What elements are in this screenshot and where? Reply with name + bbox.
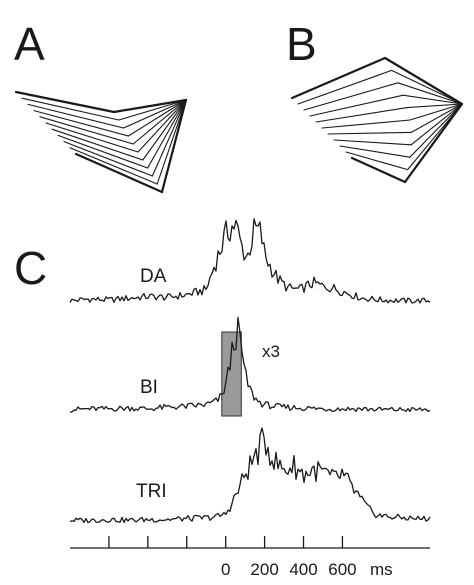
forearm-segment [339, 145, 411, 158]
panel-letter-b: B [286, 18, 317, 70]
forearm-segment [315, 107, 408, 123]
upper-arm-segment [142, 99, 187, 161]
upper-arm-segment [160, 98, 188, 194]
trace-label-da: DA [140, 266, 167, 287]
forearm-segment [33, 110, 129, 137]
stick-figure-b [290, 56, 464, 184]
forearm-segment [21, 97, 120, 121]
forearm-segment [345, 151, 409, 171]
time-axis-tick-label: 200 [250, 560, 278, 579]
forearm-segment [321, 119, 411, 129]
forearm-segment [45, 122, 139, 153]
upper-arm-segment [132, 99, 187, 145]
emg-trace-da [69, 218, 431, 304]
upper-arm-segment [391, 69, 463, 105]
upper-arm-segment [112, 98, 188, 114]
forearm-segment [51, 128, 144, 161]
upper-arm-segment [397, 82, 463, 105]
forearm-segment [303, 82, 399, 111]
analysis-window [221, 331, 242, 417]
forearm-segment [297, 69, 393, 105]
stick-figure-a [14, 90, 188, 194]
upper-arm-segment [151, 99, 187, 177]
time-axis-tick-labels: 0 200 400 600 [221, 560, 357, 579]
emg-panel: DA BI TRI x3 0 200 400 600 ms [69, 218, 431, 579]
upper-arm-segment [409, 103, 463, 121]
upper-arm-segment [156, 99, 187, 185]
time-axis-ticks [108, 536, 344, 548]
forearm-segment [327, 131, 412, 135]
panel-letter-c: C [14, 242, 47, 294]
time-axis: 0 200 400 600 ms [70, 536, 430, 579]
upper-arm-segment [403, 102, 464, 184]
forearm-segment [14, 90, 116, 114]
time-axis-tick-label: 600 [328, 560, 356, 579]
forearm-segment [290, 56, 387, 100]
gain-label-bi: x3 [262, 342, 280, 361]
time-axis-unit-label: ms [370, 560, 393, 579]
forearm-segment [350, 156, 407, 184]
forearm-segment [333, 139, 412, 146]
time-axis-tick-label: 400 [289, 560, 317, 579]
forearm-segment [309, 94, 404, 117]
upper-arm-segment [409, 103, 463, 158]
panel-letter-a: A [14, 18, 45, 70]
upper-arm-segment [118, 99, 187, 121]
upper-arm-segment [147, 99, 187, 169]
forearm-segment [74, 152, 164, 194]
upper-arm-segment [123, 99, 187, 129]
emg-trace-tri [69, 427, 431, 524]
trace-label-tri: TRI [136, 481, 167, 502]
forearm-segment [39, 116, 134, 145]
upper-arm-segment [383, 56, 464, 106]
forearm-segment [63, 141, 153, 177]
upper-arm-segment [137, 99, 187, 153]
emg-trace-bi [69, 316, 431, 413]
forearm-segment [27, 103, 125, 129]
upper-arm-segment [402, 94, 463, 105]
upper-arm-segment [127, 99, 187, 137]
upper-arm-segment [406, 103, 463, 109]
forearm-segment [57, 134, 149, 169]
forearm-segment [69, 147, 158, 185]
upper-arm-segment [410, 103, 463, 146]
upper-arm-segment [410, 103, 463, 133]
trace-label-bi: BI [140, 377, 158, 398]
time-axis-tick-label: 0 [221, 560, 230, 579]
